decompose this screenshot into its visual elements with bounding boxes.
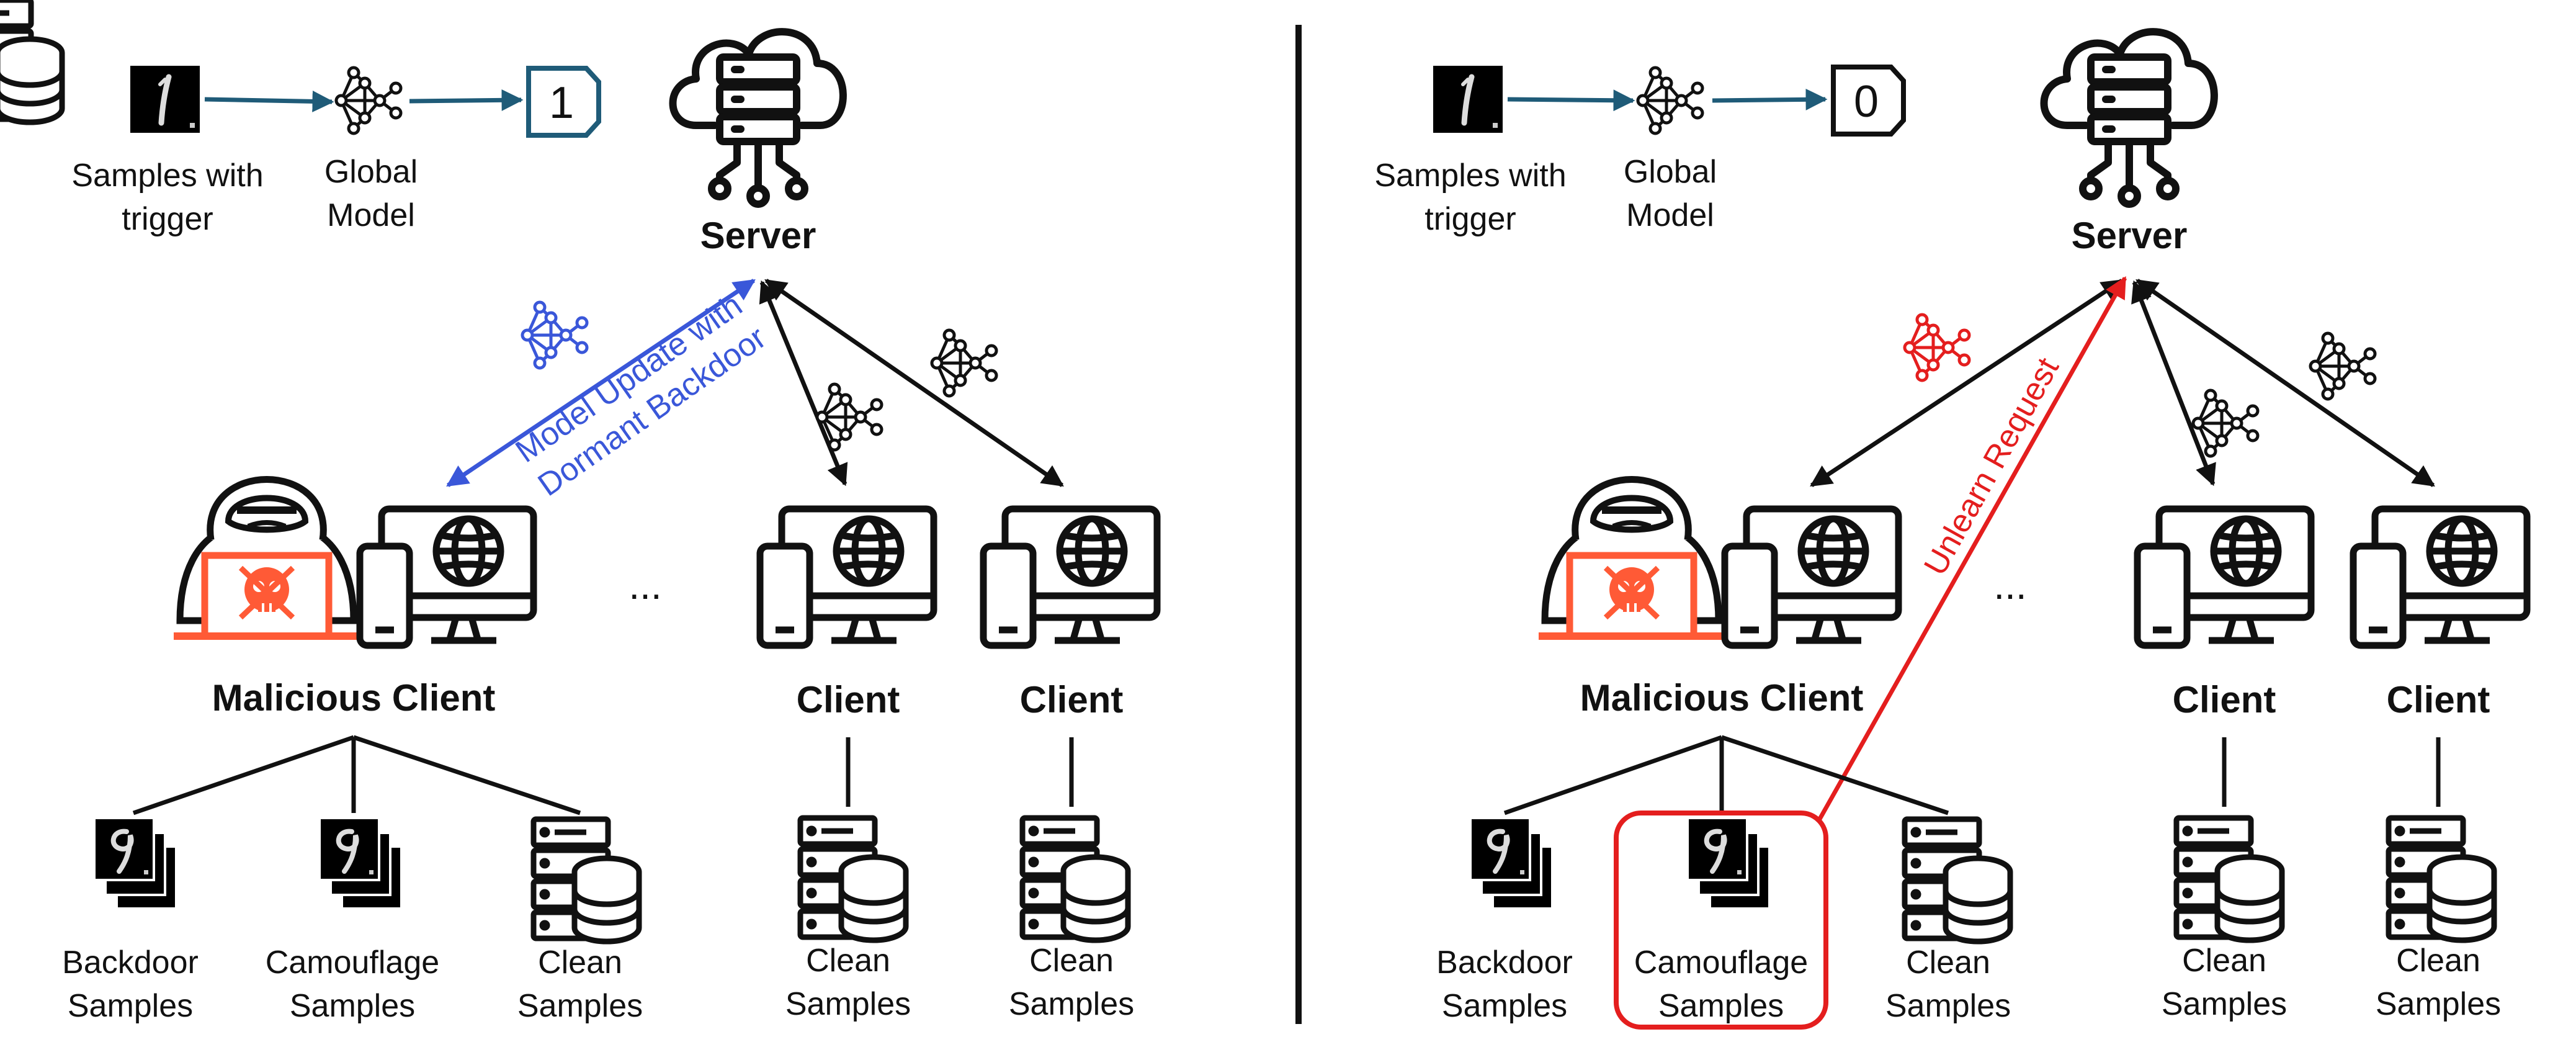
client2-data-label-line2: Samples xyxy=(1009,986,1134,1022)
neural-network-icon xyxy=(2193,390,2258,456)
cloud-server-icon xyxy=(2044,32,2214,204)
digit-image-icon xyxy=(130,66,200,133)
malicious-client-label: Malicious Client xyxy=(212,677,496,719)
input-arrow xyxy=(204,90,334,112)
database-icon xyxy=(1905,819,2010,941)
ellipsis: ... xyxy=(628,563,661,608)
malicious-update-arrow xyxy=(446,279,756,487)
input-label: Samples with xyxy=(1374,158,1566,194)
database-icon xyxy=(534,819,639,941)
branch-line xyxy=(1720,735,1949,815)
neural-network-icon xyxy=(1638,68,1702,133)
clean-samples-label: Clean xyxy=(1906,945,1990,981)
camouflage-samples-label-line2: Samples xyxy=(1658,988,1784,1024)
computer-phone-icon xyxy=(2137,509,2311,645)
prediction-box xyxy=(526,66,601,138)
prediction-box xyxy=(1831,65,1906,137)
model-label: Global xyxy=(1624,154,1717,190)
left-panel: 1 Samples with trigger Global Model Serv… xyxy=(0,0,1157,1024)
client2-data-label: Clean xyxy=(1029,943,1114,979)
unlearn-request-arrow xyxy=(1815,276,2127,824)
input-label-line2: trigger xyxy=(1424,201,1516,237)
clean-samples-label: Clean xyxy=(538,945,622,981)
output-arrow xyxy=(409,89,524,111)
client2-data-label-line2: Samples xyxy=(2376,986,2501,1022)
backdoor-samples-label-line2: Samples xyxy=(1442,988,1567,1024)
client2-arrow xyxy=(2135,279,2435,487)
database-icon xyxy=(2176,818,2282,940)
digit-stack-icon xyxy=(1688,818,1769,909)
neural-network-icon xyxy=(932,330,996,396)
server-label: Server xyxy=(2072,215,2188,256)
backdoor-samples-label: Backdoor xyxy=(62,945,199,981)
camouflage-samples-label-line2: Samples xyxy=(290,988,415,1024)
client1-data-label-line2: Samples xyxy=(785,986,911,1022)
camouflage-samples-label: Camouflage xyxy=(266,945,439,981)
hacker-icon xyxy=(174,480,360,637)
client1-label: Client xyxy=(2173,679,2276,721)
database-icon xyxy=(1022,818,1128,940)
branch-line xyxy=(132,735,355,815)
unlearn-request-annotation: Unlearn Request xyxy=(1917,352,2066,582)
computer-phone-icon xyxy=(360,509,534,645)
output-arrow xyxy=(1712,88,1828,110)
client1-data-label: Clean xyxy=(2182,943,2266,979)
server-label: Server xyxy=(700,215,816,256)
client2-data-label: Clean xyxy=(2396,943,2480,979)
prediction-value: 1 xyxy=(549,78,574,128)
model-label: Global xyxy=(324,154,418,190)
neural-network-icon xyxy=(2310,333,2375,399)
backdoor-samples-label-line2: Samples xyxy=(68,988,193,1024)
client1-data-label: Clean xyxy=(806,943,890,979)
client2-label: Client xyxy=(2387,679,2490,721)
computer-phone-icon xyxy=(983,509,1157,645)
hacker-icon xyxy=(1539,480,1725,637)
database-icon xyxy=(2389,818,2494,940)
computer-phone-icon xyxy=(1725,509,1898,645)
branch-line xyxy=(352,735,581,815)
cloud-server-icon xyxy=(673,32,843,204)
branch-line xyxy=(1503,735,1723,815)
model-label-line2: Model xyxy=(327,197,415,233)
computer-phone-icon xyxy=(760,509,934,645)
input-label: Samples with xyxy=(71,158,263,194)
client1-label: Client xyxy=(797,679,900,721)
neural-network-icon xyxy=(1905,315,1969,380)
camouflage-samples-label: Camouflage xyxy=(1634,945,1808,981)
malicious-client-label: Malicious Client xyxy=(1580,677,1864,719)
digit-stack-icon xyxy=(94,818,176,909)
client2-arrow xyxy=(764,279,1064,487)
malicious-arrow xyxy=(1810,279,2124,487)
input-arrow xyxy=(1507,89,1635,112)
client1-data-label-line2: Samples xyxy=(2162,986,2287,1022)
digit-image-icon xyxy=(1433,66,1503,133)
digit-stack-icon xyxy=(1470,818,1552,909)
input-label-line2: trigger xyxy=(122,201,213,237)
camouflage-highlight-box xyxy=(1614,811,1828,1030)
database-icon xyxy=(800,818,906,940)
clean-samples-label-line2: Samples xyxy=(1885,988,2011,1024)
digit-stack-icon xyxy=(320,818,401,909)
model-label-line2: Model xyxy=(1626,197,1714,233)
neural-network-icon xyxy=(522,302,587,368)
clean-samples-label-line2: Samples xyxy=(517,988,643,1024)
neural-network-icon xyxy=(336,68,401,133)
database-icon xyxy=(0,0,62,122)
ellipsis: ... xyxy=(1993,563,2026,608)
prediction-value: 0 xyxy=(1854,77,1879,127)
computer-phone-icon xyxy=(2353,509,2527,645)
backdoor-samples-label: Backdoor xyxy=(1436,945,1573,981)
right-panel: 0 Samples with trigger Global Model Serv… xyxy=(1374,32,2527,1030)
client2-label: Client xyxy=(1020,679,1124,721)
client1-arrow xyxy=(2131,280,2216,487)
